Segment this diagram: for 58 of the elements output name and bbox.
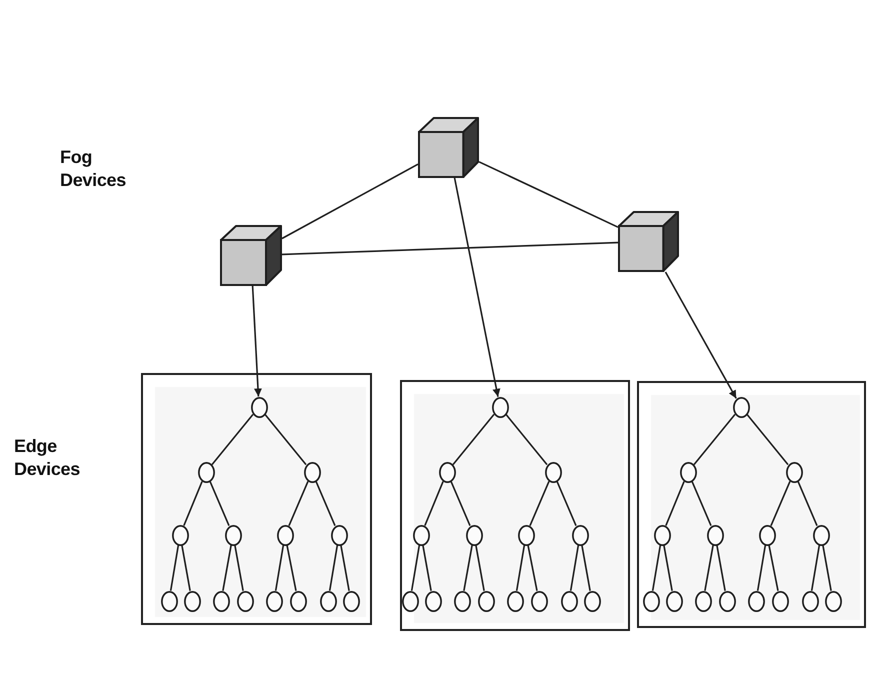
arrow bbox=[454, 178, 500, 397]
connector-line bbox=[450, 480, 471, 526]
connector-line bbox=[288, 480, 309, 526]
connector-line bbox=[234, 545, 244, 591]
connector-line bbox=[746, 414, 789, 466]
device-cube bbox=[418, 117, 479, 178]
connector-line bbox=[181, 545, 191, 591]
connector-line bbox=[716, 545, 726, 591]
tree-panel bbox=[400, 380, 630, 631]
tier-label: Edge Devices bbox=[14, 435, 81, 481]
connector-line bbox=[410, 545, 420, 591]
connector-line bbox=[475, 545, 485, 591]
connector-line bbox=[556, 480, 577, 526]
connector-line bbox=[770, 480, 791, 526]
connector-line bbox=[822, 545, 832, 591]
arrow bbox=[252, 286, 262, 397]
connector-line bbox=[663, 545, 673, 591]
connector-line bbox=[665, 481, 685, 526]
tier-label: Fog Devices bbox=[60, 146, 127, 192]
connector-line bbox=[756, 545, 766, 591]
device-cube bbox=[618, 211, 679, 272]
tree-node-circle bbox=[402, 590, 418, 612]
connector-line bbox=[463, 545, 473, 591]
connector-line bbox=[211, 414, 254, 466]
connector-line bbox=[222, 545, 232, 591]
tree-node-circle bbox=[642, 590, 660, 612]
connector-line bbox=[340, 545, 350, 591]
connector-line bbox=[209, 480, 230, 526]
connector-line bbox=[505, 414, 548, 466]
connector-line bbox=[797, 480, 818, 526]
connector-line bbox=[328, 545, 338, 591]
tree-panel bbox=[141, 373, 372, 625]
connector-line bbox=[529, 480, 550, 526]
connector-line bbox=[581, 545, 591, 591]
connector-line bbox=[424, 481, 444, 526]
connector-line bbox=[691, 480, 712, 526]
connector-line bbox=[170, 545, 180, 591]
tree-panel bbox=[637, 381, 866, 628]
connector-line bbox=[315, 480, 336, 526]
connector-line bbox=[693, 414, 736, 466]
device-cube bbox=[220, 225, 282, 286]
connector-line bbox=[810, 545, 820, 591]
arrow bbox=[664, 272, 737, 399]
connector-line bbox=[570, 545, 580, 591]
connector-line bbox=[264, 414, 307, 466]
connector-line bbox=[652, 545, 662, 591]
connector-line bbox=[183, 481, 203, 526]
connector-line bbox=[282, 164, 418, 240]
connector-line bbox=[704, 545, 714, 591]
connector-line bbox=[478, 161, 618, 228]
connector-line bbox=[768, 545, 779, 591]
connector-line bbox=[527, 545, 538, 591]
connector-line bbox=[286, 545, 297, 591]
connector-line bbox=[452, 414, 495, 466]
connector-line bbox=[422, 545, 432, 591]
connector-line bbox=[516, 545, 526, 591]
connector-line bbox=[274, 545, 284, 591]
connector-line bbox=[282, 242, 618, 256]
